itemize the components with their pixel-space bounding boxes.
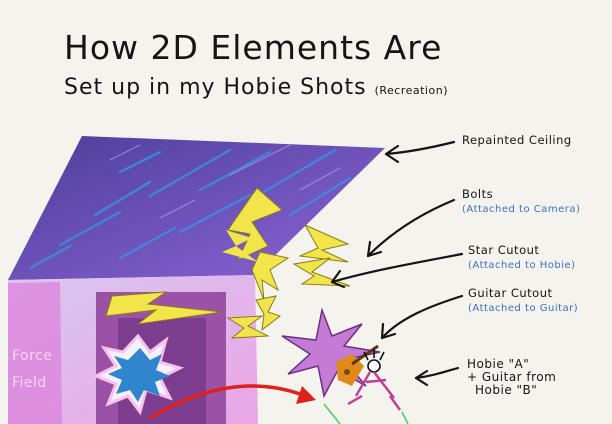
label-ceiling: Repainted Ceiling: [462, 133, 572, 148]
title-line-1: How 2D Elements Are: [64, 28, 442, 67]
label-bolts: Bolts (Attached to Camera): [462, 187, 580, 217]
label-star-text: Star Cutout: [468, 243, 539, 257]
title-line-2-text: Set up in my Hobie Shots: [64, 75, 367, 100]
title-note: (Recreation): [375, 84, 448, 97]
label-guitar-sub: (Attached to Guitar): [468, 301, 578, 316]
label-star-sub: (Attached to Hobie): [468, 258, 576, 273]
force-field-line2: Field: [12, 370, 52, 397]
label-star: Star Cutout (Attached to Hobie): [468, 243, 576, 273]
label-bolts-text: Bolts: [462, 187, 493, 201]
label-guitar-text: Guitar Cutout: [468, 286, 553, 300]
label-ceiling-text: Repainted Ceiling: [462, 133, 572, 147]
title-line-2: Set up in my Hobie Shots (Recreation): [64, 75, 448, 100]
label-guitar: Guitar Cutout (Attached to Guitar): [468, 286, 578, 316]
label-hobie-line3: Hobie "B": [467, 384, 556, 397]
camera-guide-lines: [324, 404, 408, 424]
label-bolts-sub: (Attached to Camera): [462, 202, 580, 217]
force-field-label: Force Field: [12, 343, 52, 397]
force-field-line1: Force: [12, 343, 52, 370]
label-hobie: Hobie "A" + Guitar from Hobie "B": [467, 358, 556, 397]
